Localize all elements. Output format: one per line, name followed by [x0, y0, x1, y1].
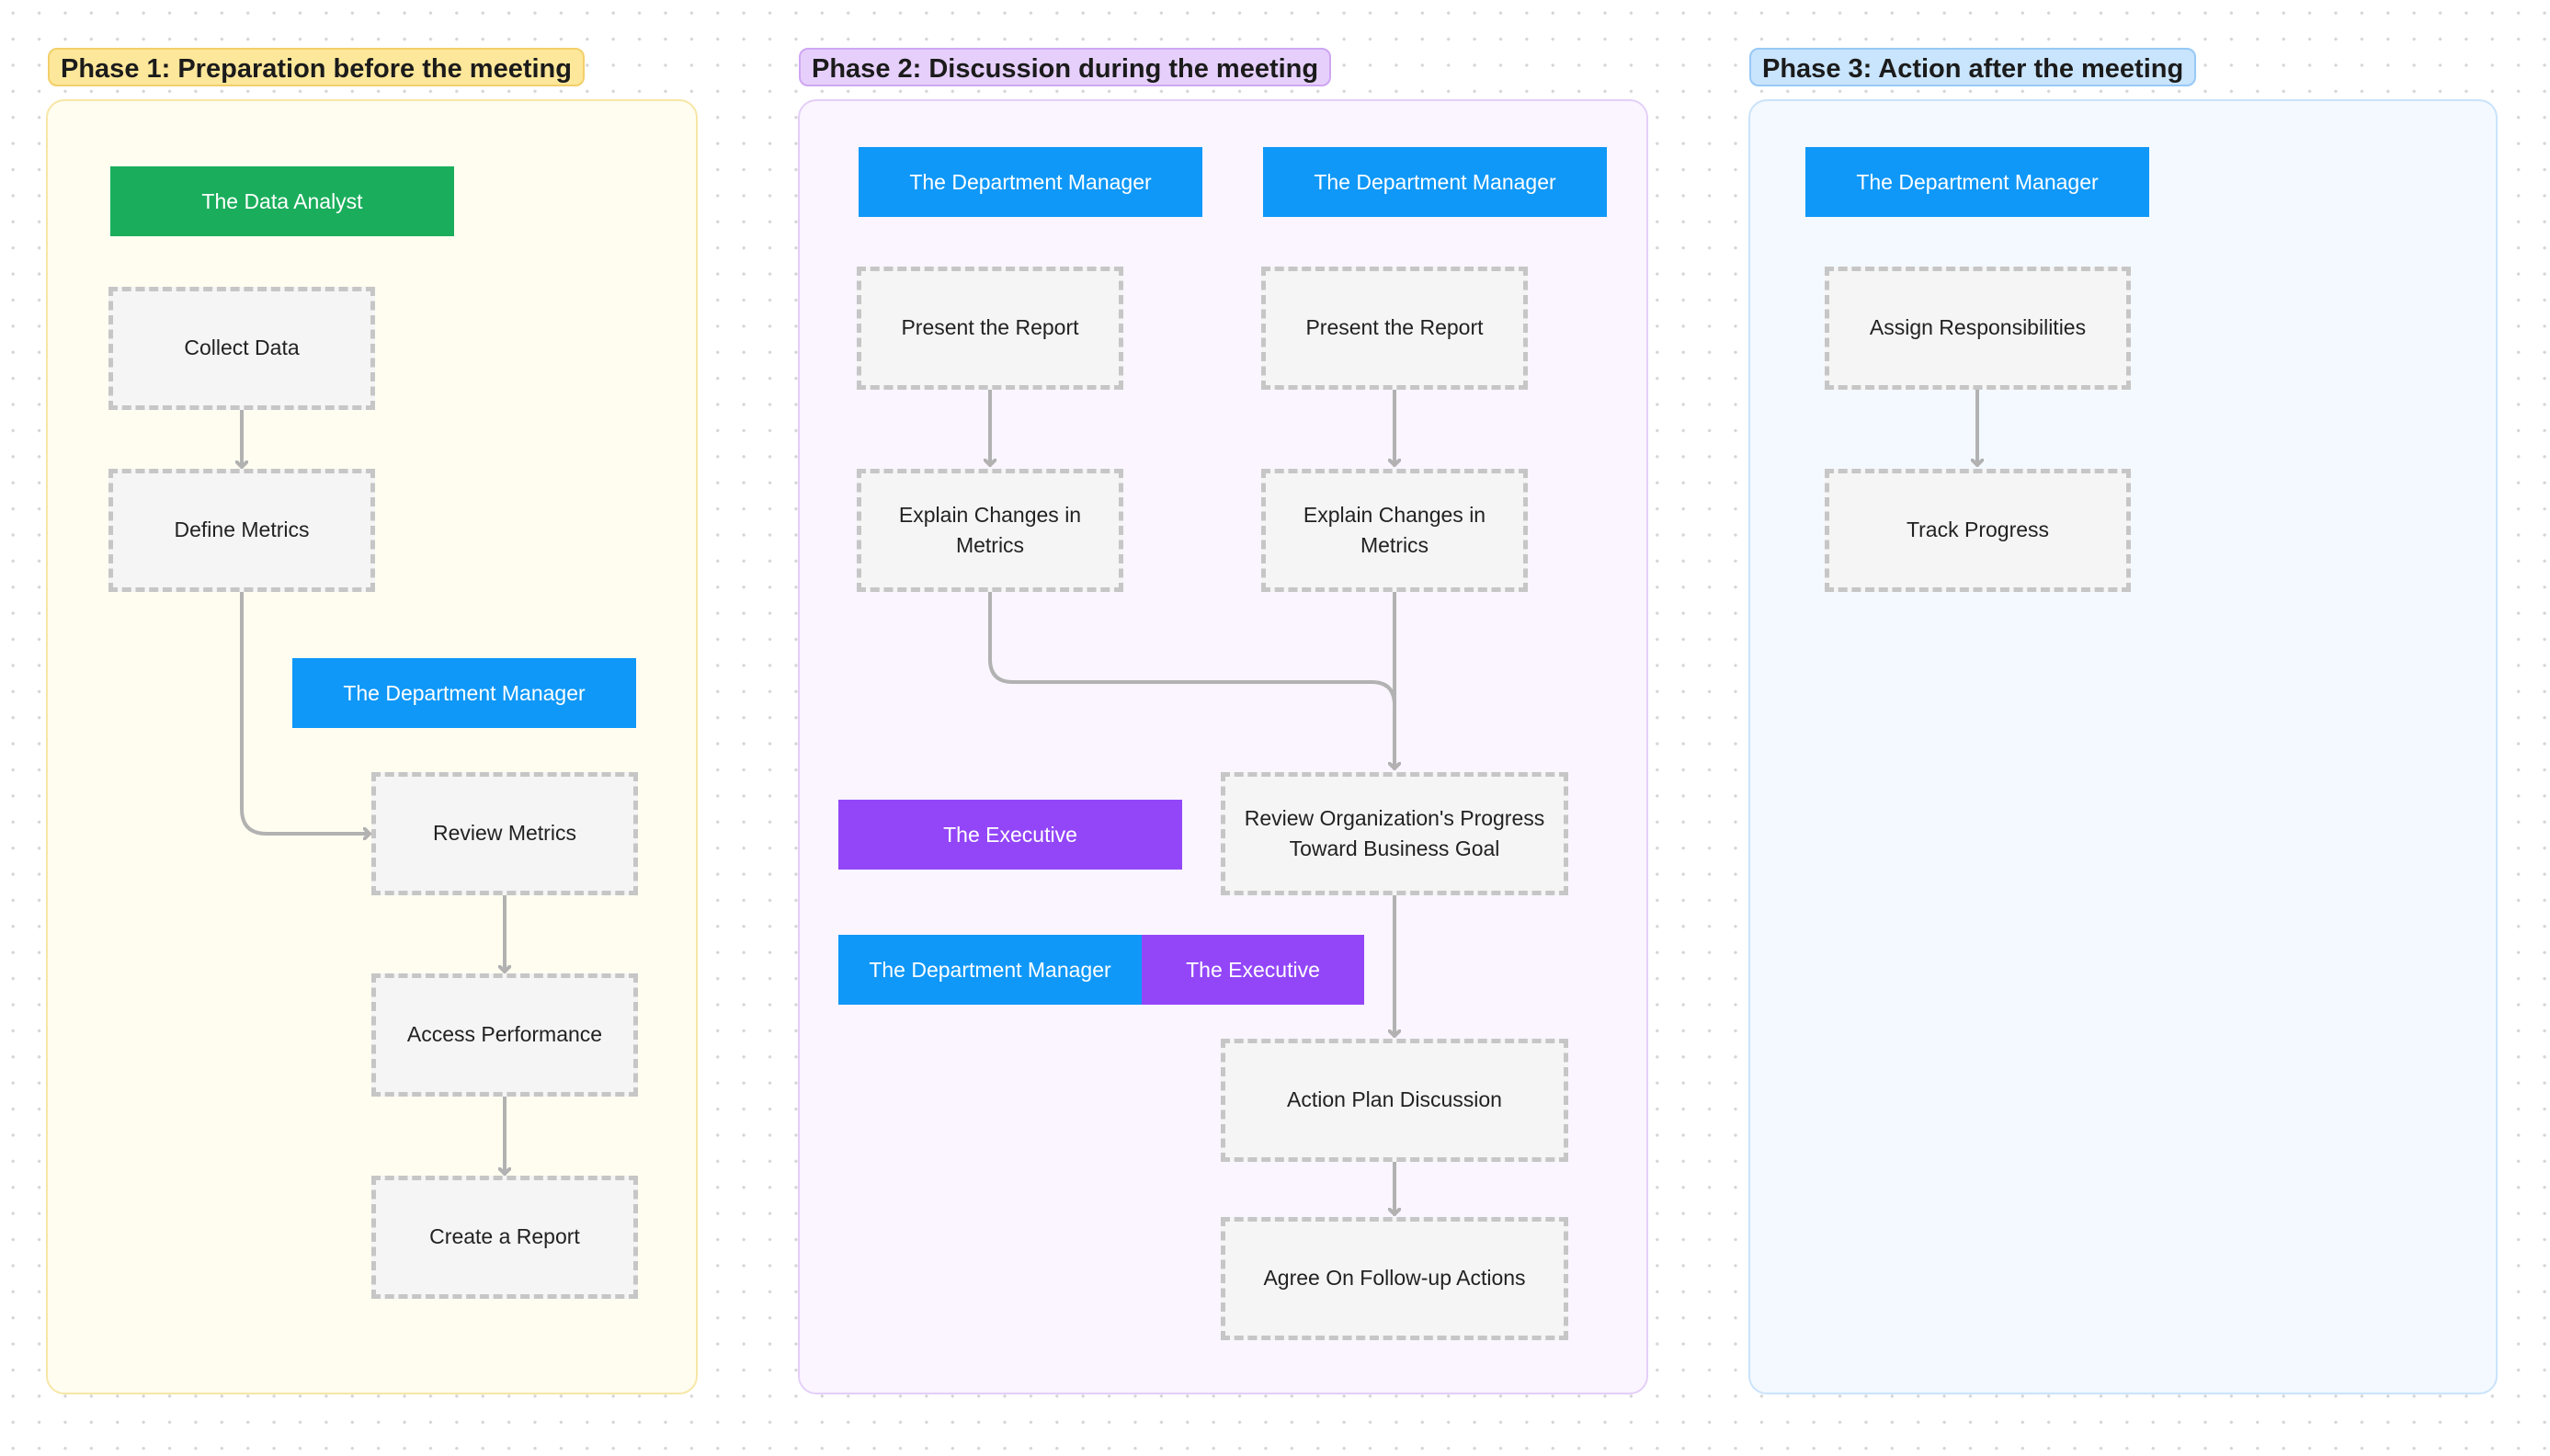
- phase-1-title: Phase 1: Preparation before the meeting: [48, 48, 585, 86]
- step-action-plan-discussion: Action Plan Discussion: [1221, 1039, 1568, 1162]
- role-department-manager: The Department Manager: [292, 658, 636, 728]
- phase-2-title: Phase 2: Discussion during the meeting: [799, 48, 1332, 86]
- step-create-report: Create a Report: [371, 1176, 638, 1299]
- role-data-analyst: The Data Analyst: [110, 166, 454, 236]
- step-present-report-left: Present the Report: [857, 267, 1123, 390]
- step-track-progress: Track Progress: [1825, 469, 2131, 592]
- step-review-org-progress: Review Organization's Progress Toward Bu…: [1221, 772, 1568, 895]
- role-department-manager-right: The Department Manager: [1263, 147, 1607, 217]
- arrow-explain-left-to-review-progress: [988, 591, 1395, 770]
- role-department-manager-joint: The Department Manager: [838, 935, 1142, 1005]
- step-define-metrics: Define Metrics: [108, 469, 375, 592]
- phase-3-title: Phase 3: Action after the meeting: [1749, 48, 2197, 86]
- step-present-report-right: Present the Report: [1261, 267, 1528, 390]
- step-collect-data: Collect Data: [108, 287, 375, 410]
- role-department-manager-left: The Department Manager: [859, 147, 1202, 217]
- step-assign-responsibilities: Assign Responsibilities: [1825, 267, 2131, 390]
- step-explain-changes-right: Explain Changes in Metrics: [1261, 469, 1528, 592]
- step-access-performance: Access Performance: [371, 973, 638, 1097]
- role-executive-joint: The Executive: [1142, 935, 1364, 1005]
- arrow-define-to-review: [240, 591, 371, 834]
- role-department-manager-phase3: The Department Manager: [1805, 147, 2149, 217]
- step-explain-changes-left: Explain Changes in Metrics: [857, 469, 1123, 592]
- step-agree-follow-up: Agree On Follow-up Actions: [1221, 1217, 1568, 1340]
- step-review-metrics: Review Metrics: [371, 772, 638, 895]
- role-executive: The Executive: [838, 800, 1182, 870]
